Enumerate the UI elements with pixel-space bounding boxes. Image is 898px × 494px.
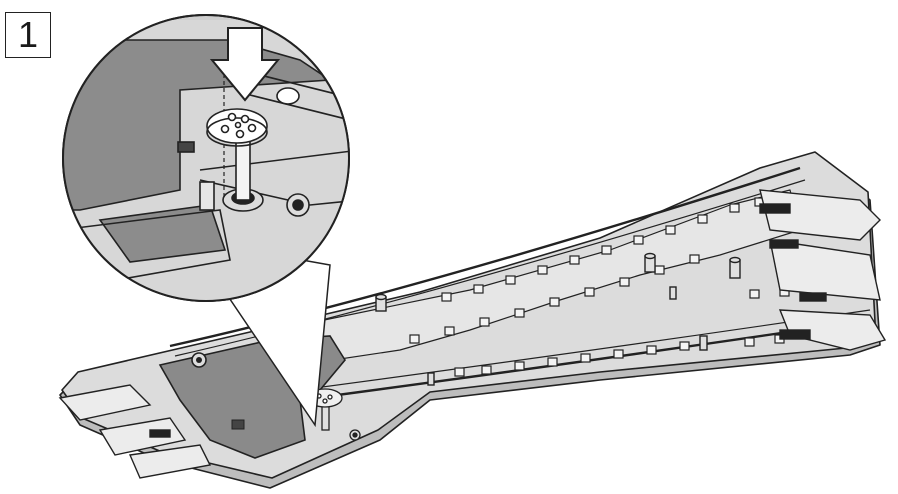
screw-icon — [206, 108, 268, 147]
switch-points — [759, 189, 887, 351]
left-rail-connectors — [58, 384, 212, 479]
cover-plate-slot — [231, 419, 245, 430]
step-number-box: 1 — [5, 12, 51, 58]
rail-top — [169, 166, 801, 348]
sleeper-holes — [409, 197, 790, 377]
step-number: 1 — [17, 14, 39, 55]
rail-top-inner — [174, 179, 806, 357]
magnifier — [62, 14, 350, 302]
down-arrow-icon — [209, 27, 281, 102]
track-pins — [375, 252, 741, 386]
